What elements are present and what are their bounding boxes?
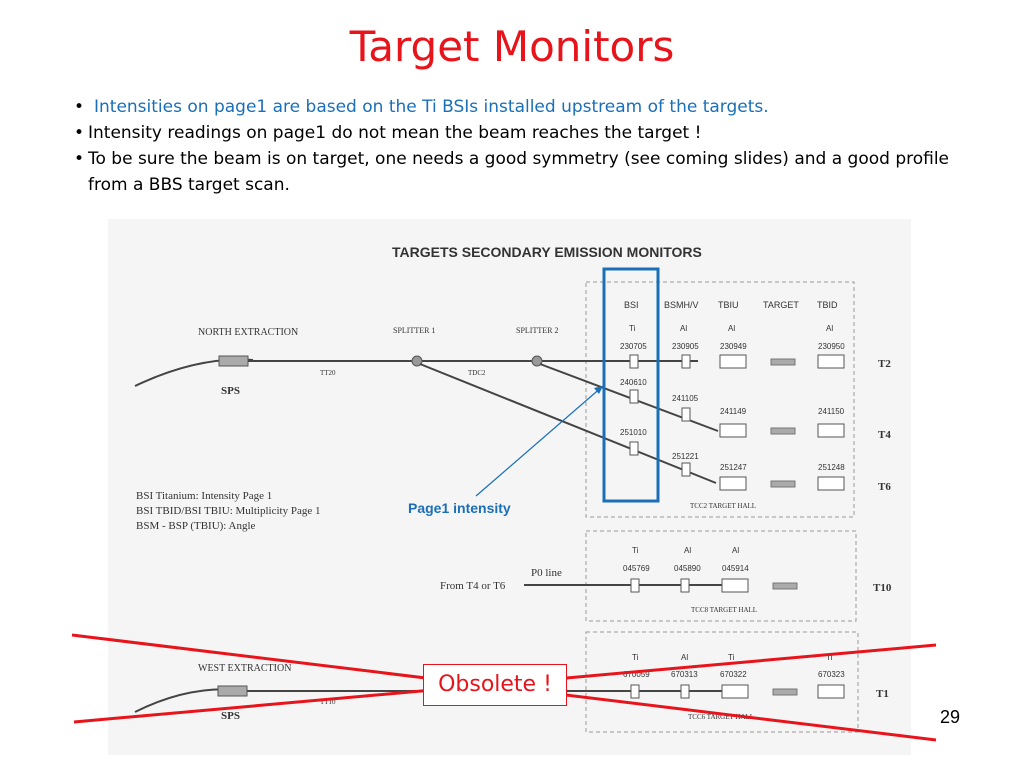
t2-tbid-monitor — [817, 354, 845, 369]
tcc8-hall-label: TCC8 TARGET HALL — [691, 606, 757, 614]
tcc8-box — [585, 530, 857, 622]
col-bsmh: BSMH/V — [664, 300, 699, 310]
obsolete-label: Obsolete ! — [423, 664, 567, 706]
t1-monitor-4 — [817, 684, 845, 699]
t10-monitor-2 — [680, 578, 690, 593]
bullet-item: Intensity readings on page1 do not mean … — [74, 120, 974, 146]
t10-mat-2: Al — [684, 546, 691, 555]
splitter2-node — [531, 355, 543, 367]
t6-bsi-monitor — [629, 441, 639, 456]
t1-monitor-2 — [680, 684, 690, 699]
t6-label: T6 — [878, 481, 891, 493]
t10-label: T10 — [873, 582, 892, 594]
tt10-label: TT10 — [320, 698, 336, 706]
t4-tbid-monitor — [817, 423, 845, 438]
t1-monitor-1 — [630, 684, 640, 699]
t4-target — [770, 427, 796, 435]
mat-al-tbid: Al — [826, 324, 833, 333]
t4-tbiu-monitor — [719, 423, 747, 438]
t1-value-4: 670323 — [818, 670, 845, 679]
bullet-text: To be sure the beam is on target, one ne… — [88, 149, 950, 195]
p0-line-label: P0 line — [531, 567, 562, 579]
t4-label: T4 — [878, 429, 891, 441]
t10-value-2: 045890 — [674, 564, 701, 573]
bullet-text: Intensities on page1 are based on the Ti… — [94, 97, 769, 117]
sps-magnet-west — [217, 685, 248, 697]
sps-label-top: SPS — [221, 385, 240, 397]
t1-label: T1 — [876, 688, 889, 700]
t1-mat-4: Ti — [826, 653, 833, 662]
t1-monitor-3 — [721, 684, 749, 699]
bullet-text: Intensity readings on page1 do not mean … — [88, 123, 702, 143]
t4-bsi-monitor — [629, 389, 639, 404]
t1-value-2: 670313 — [671, 670, 698, 679]
legend-line-3: BSM - BSP (TBIU): Angle — [136, 520, 256, 532]
t6-target — [770, 480, 796, 488]
legend-line-2: BSI TBID/BSI TBIU: Multiplicity Page 1 — [136, 505, 320, 517]
t6-bsi-value: 251010 — [620, 428, 647, 437]
t6-beamline — [419, 363, 717, 484]
t6-tbid-monitor — [817, 476, 845, 491]
tcc6-hall-label: TCC6 TARGET HALL — [688, 713, 754, 721]
t4-bsmh-monitor — [681, 407, 691, 422]
west-extraction-label: WEST EXTRACTION — [198, 663, 291, 674]
t1-value-1: 670059 — [623, 670, 650, 679]
splitter1-node — [411, 355, 423, 367]
t10-monitor-1 — [630, 578, 640, 593]
t4-bsmh-value: 241105 — [672, 394, 699, 403]
sps-label-west: SPS — [221, 710, 240, 722]
t1-target — [772, 688, 798, 696]
t6-tbiu-monitor — [719, 476, 747, 491]
t2-tbiu-monitor — [719, 354, 747, 369]
slide-title: Target Monitors — [349, 22, 675, 71]
t10-target — [772, 582, 798, 590]
t2-tbiu-value: 230949 — [720, 342, 747, 351]
t1-value-3: 670322 — [720, 670, 747, 679]
t1-mat-2: Al — [681, 653, 688, 662]
t2-label: T2 — [878, 358, 891, 370]
t10-mat-1: Ti — [632, 546, 639, 555]
mat-al-bsmh: Al — [680, 324, 687, 333]
col-tbid: TBID — [817, 300, 838, 310]
t10-value-1: 045769 — [623, 564, 650, 573]
legend-line-1: BSI Titanium: Intensity Page 1 — [136, 490, 272, 502]
t1-mat-3: Ti — [728, 653, 735, 662]
t6-tbid-value: 251248 — [818, 463, 845, 472]
t6-bsmh-value: 251221 — [672, 452, 699, 461]
bullet-item: Intensities on page1 are based on the Ti… — [74, 94, 974, 120]
t2-bsi-value: 230705 — [620, 342, 647, 351]
t4-tbiu-value: 241149 — [720, 407, 747, 416]
t4-bsi-value: 240610 — [620, 378, 647, 387]
diagram-heading: TARGETS SECONDARY EMISSION MONITORS — [392, 244, 702, 260]
mat-ti: Ti — [629, 324, 636, 333]
t4-tbid-value: 241150 — [818, 407, 845, 416]
t2-tbid-value: 230950 — [818, 342, 845, 351]
mat-al-tbiu: Al — [728, 324, 735, 333]
tcc2-box — [585, 281, 855, 518]
north-extraction-label: NORTH EXTRACTION — [198, 327, 298, 338]
tcc2-hall-label: TCC2 TARGET HALL — [690, 502, 756, 510]
t10-value-3: 045914 — [722, 564, 749, 573]
t10-monitor-3 — [721, 578, 749, 593]
bullet-list: Intensities on page1 are based on the Ti… — [74, 94, 974, 198]
t2-target — [770, 358, 796, 366]
t2-bsmh-monitor — [681, 354, 691, 369]
page-number: 29 — [940, 707, 961, 727]
t2-bsi-monitor — [629, 354, 639, 369]
bullet-item: To be sure the beam is on target, one ne… — [74, 146, 974, 198]
splitter1-label: SPLITTER 1 — [393, 326, 435, 335]
t2-bsmh-value: 230905 — [672, 342, 699, 351]
t6-tbiu-value: 251247 — [720, 463, 747, 472]
tdc2-label: TDC2 — [468, 369, 486, 377]
col-target: TARGET — [763, 300, 799, 310]
col-tbiu: TBIU — [718, 300, 739, 310]
tt20-label: TT20 — [320, 369, 336, 377]
splitter2-label: SPLITTER 2 — [516, 326, 558, 335]
t1-mat-1: Ti — [632, 653, 639, 662]
sps-magnet — [218, 355, 249, 367]
col-bsi: BSI — [624, 300, 639, 310]
t6-bsmh-monitor — [681, 462, 691, 477]
from-t4-t6-label: From T4 or T6 — [440, 580, 506, 592]
t10-mat-3: Al — [732, 546, 739, 555]
